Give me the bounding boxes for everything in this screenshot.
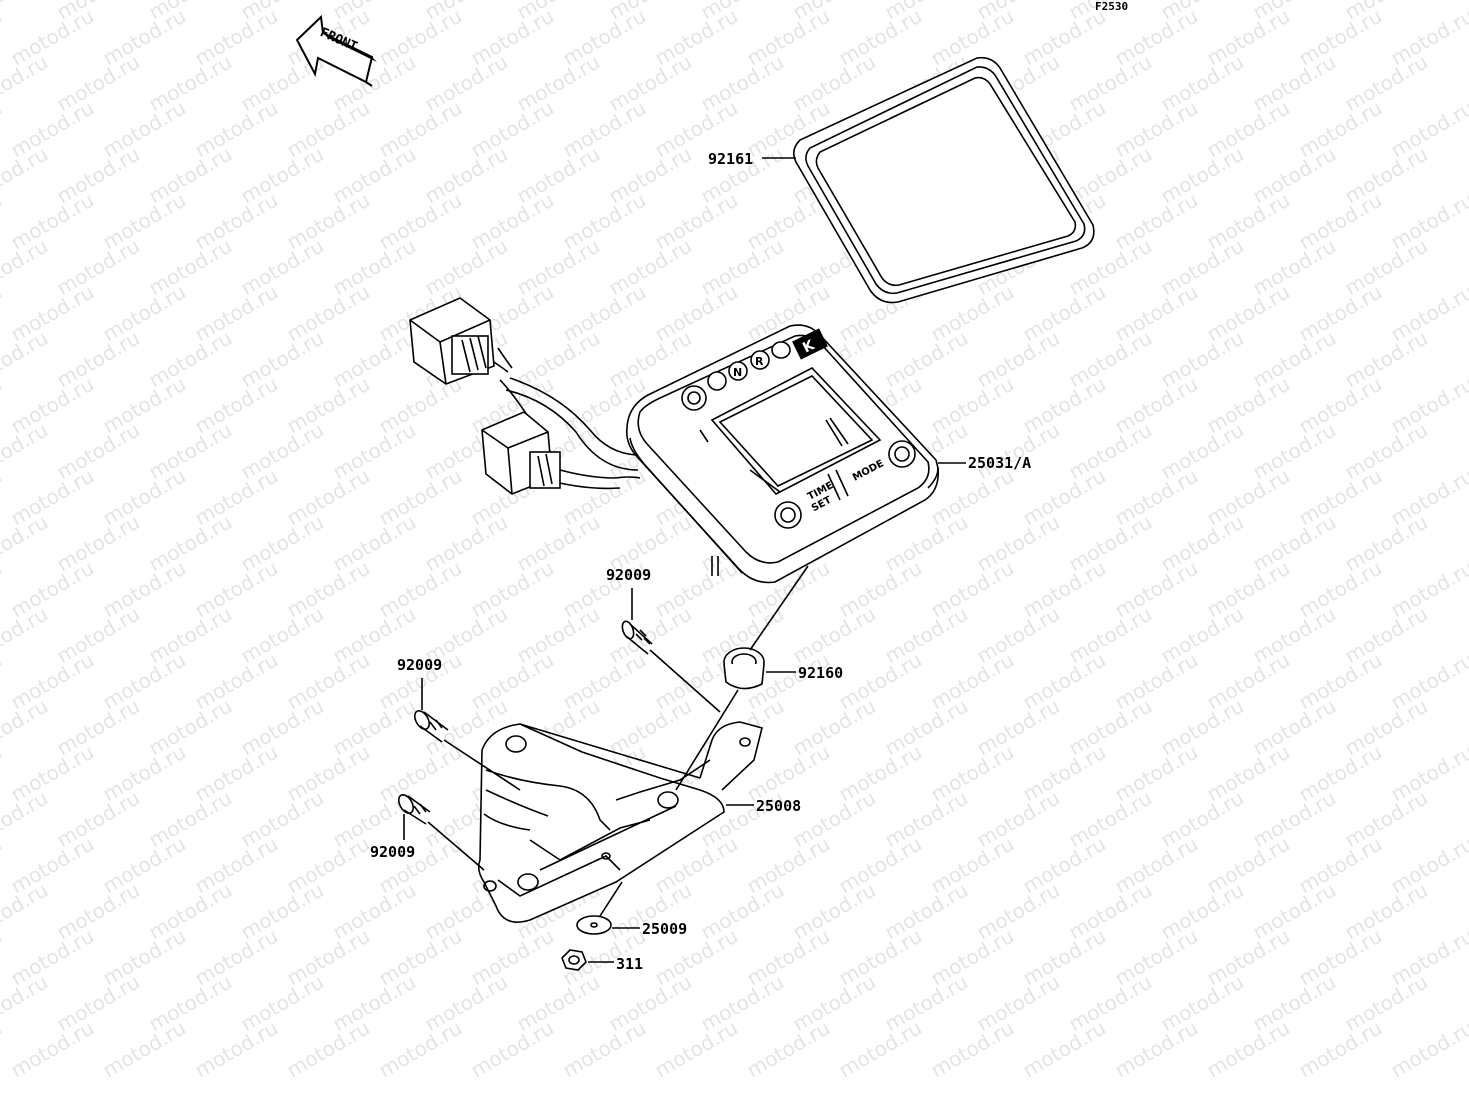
watermark-text: motod.ru: [0, 694, 52, 761]
watermark-text: motod.ru: [375, 1016, 466, 1083]
watermark-text: motod.ru: [0, 556, 6, 623]
indicator-r: R: [755, 355, 764, 368]
watermark-text: motod.ru: [1387, 372, 1469, 439]
bracket-25008: [477, 721, 763, 923]
watermark-text: motod.ru: [1387, 96, 1469, 163]
part-label-25008: 25008: [756, 797, 801, 815]
watermark-text: motod.ru: [835, 1016, 926, 1083]
watermark-text: motod.ru: [1295, 1016, 1386, 1083]
watermark-text: motod.ru: [99, 1016, 190, 1083]
watermark-text: motod.ru: [1387, 740, 1469, 807]
watermark-text: motod.ru: [743, 1016, 834, 1083]
brand-logo: K: [792, 328, 828, 360]
watermark-text: motod.ru: [0, 740, 6, 807]
watermark-text: motod.ru: [1111, 1016, 1202, 1083]
watermark-text: motod.ru: [0, 372, 6, 439]
part-label-311: 311: [616, 955, 643, 973]
nut-311: [561, 949, 587, 971]
watermark-text: motod.ru: [7, 1016, 98, 1083]
watermark-text: motod.ru: [1387, 464, 1469, 531]
watermark-text: motod.ru: [0, 602, 52, 669]
watermark-text: motod.ru: [467, 1016, 558, 1083]
part-label-25031: 25031/A: [968, 454, 1031, 472]
connector-upper: [409, 297, 495, 385]
leader-lines: [403, 157, 966, 963]
watermark-text: motod.ru: [1387, 4, 1469, 71]
part-label-92160: 92160: [798, 664, 843, 682]
part-label-25009: 25009: [642, 920, 687, 938]
watermark-text: motod.ru: [1387, 832, 1469, 899]
part-label-92161: 92161: [708, 150, 753, 168]
meter-assembly-25031: N R K TIME SET MODE: [625, 324, 940, 584]
watermark-text: motod.ru: [0, 464, 6, 531]
part-label-92009-left: 92009: [397, 656, 442, 674]
washer-25009: [576, 915, 612, 935]
connector-lower: [481, 411, 561, 495]
watermark-text: motod.ru: [651, 1016, 742, 1083]
watermark-text: motod.ru: [1019, 1016, 1110, 1083]
watermark-text: motod.ru: [0, 970, 52, 1037]
watermark-text: motod.ru: [0, 188, 6, 255]
watermark-text: motod.ru: [0, 648, 6, 715]
watermark-text: motod.ru: [0, 878, 52, 945]
watermark-text: motod.ru: [1387, 188, 1469, 255]
watermark-text: motod.ru: [1203, 1016, 1294, 1083]
figure-code: F2530: [1095, 0, 1128, 13]
watermark-text: motod.ru: [0, 234, 52, 301]
lens-cover-92161: [792, 56, 1095, 304]
watermark-text: motod.ru: [0, 96, 6, 163]
screw-92009-upper: [621, 620, 653, 655]
watermark-text: motod.ru: [191, 1016, 282, 1083]
watermark-text: motod.ru: [559, 1016, 650, 1083]
part-label-92009-lower: 92009: [370, 843, 415, 861]
watermark-text: motod.ru: [0, 280, 6, 347]
watermark-text: motod.ru: [0, 924, 6, 991]
watermark-text: motod.ru: [0, 0, 52, 24]
screw-92009-lower: [397, 794, 431, 825]
watermark-text: motod.ru: [0, 1016, 6, 1083]
watermark-text: motod.ru: [0, 142, 52, 209]
watermark-text: motod.ru: [927, 1016, 1018, 1083]
watermark-text: motod.ru: [1387, 280, 1469, 347]
watermark-text: motod.ru: [0, 510, 52, 577]
indicator-n: N: [733, 366, 742, 379]
watermark-text: motod.ru: [283, 1016, 374, 1083]
grommet-92160: [723, 647, 765, 690]
part-labels: 92161 25031/A 92009 92160 92009 25008 92…: [370, 150, 1031, 973]
watermark-text: motod.ru: [0, 50, 52, 117]
watermark-text: motod.ru: [0, 4, 6, 71]
watermark-text: motod.ru: [1387, 1016, 1469, 1083]
watermark-text: motod.ru: [0, 832, 6, 899]
watermark-text: motod.ru: [0, 418, 52, 485]
watermark-text: motod.ru: [0, 326, 52, 393]
screw-92009-left: [413, 710, 449, 743]
watermark-text: motod.ru: [1387, 556, 1469, 623]
watermark-text: motod.ru: [0, 786, 52, 853]
part-label-92009-upper: 92009: [606, 566, 651, 584]
watermark-text: motod.ru: [1387, 648, 1469, 715]
watermark-text: motod.ru: [1387, 924, 1469, 991]
